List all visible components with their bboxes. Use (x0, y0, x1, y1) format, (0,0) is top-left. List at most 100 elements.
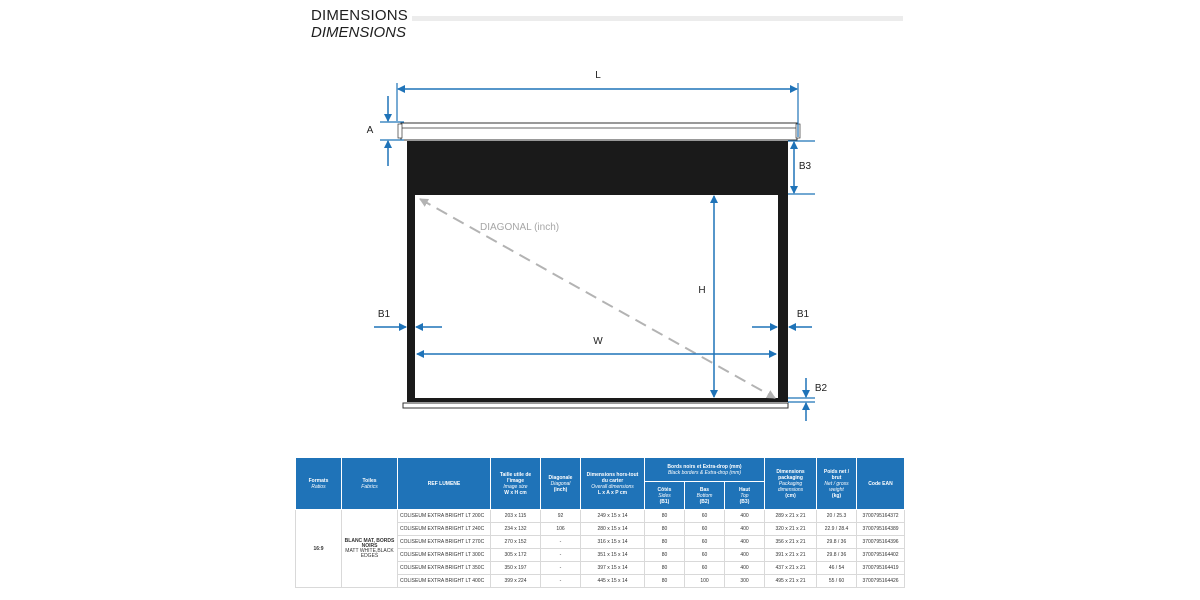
screen-casing (397, 122, 801, 141)
diagonal-cell: - (540, 561, 581, 575)
label-B1-left: B1 (378, 309, 391, 320)
table-row: COLISEUM EXTRA BRIGHT LT 270C 270 x 152 … (296, 535, 906, 549)
packaging-cell: 437 x 21 x 21 (764, 561, 818, 575)
label-A: A (367, 125, 374, 136)
screen-frame (407, 195, 788, 402)
label-B2: B2 (815, 383, 828, 394)
packaging-cell: 391 x 21 x 21 (764, 548, 818, 562)
ref-cell: COLISEUM EXTRA BRIGHT LT 300C (397, 548, 491, 562)
page-header: DIMENSIONS DIMENSIONS (311, 7, 408, 41)
b2-cell: 100 (684, 574, 725, 588)
label-L: L (595, 70, 601, 81)
ean-cell: 3700795164419 (856, 561, 906, 575)
ean-cell: 3700795164372 (856, 509, 906, 523)
weight-cell: 20 / 25.3 (816, 509, 858, 523)
image-size-cell: 350 x 197 (490, 561, 541, 575)
ref-cell: COLISEUM EXTRA BRIGHT LT 240C (397, 522, 491, 536)
weight-cell: 55 / 60 (816, 574, 858, 588)
b3-cell: 400 (724, 509, 766, 523)
packaging-cell: 356 x 21 x 21 (764, 535, 818, 549)
casing-height-dimension (380, 96, 404, 166)
b2-cell: 60 (684, 548, 725, 562)
b1-cell: 80 (644, 535, 685, 549)
image-size-cell: 203 x 115 (490, 509, 541, 523)
image-size-cell: 305 x 172 (490, 548, 541, 562)
b1-cell: 80 (644, 574, 685, 588)
table-row: COLISEUM EXTRA BRIGHT LT 240C 234 x 132 … (296, 522, 906, 536)
weight-cell: 22.9 / 28.4 (816, 522, 858, 536)
header-rule (412, 16, 903, 21)
table-row: COLISEUM EXTRA BRIGHT LT 400C 399 x 224 … (296, 574, 906, 588)
overall-cell: 280 x 15 x 14 (580, 522, 645, 536)
overall-cell: 351 x 15 x 14 (580, 548, 645, 562)
col-borders: Bords noirs et Extra-drop (mm)Black bord… (643, 457, 766, 482)
label-W: W (593, 336, 603, 347)
label-B1-right: B1 (797, 309, 810, 320)
image-size-cell: 270 x 152 (490, 535, 541, 549)
diagonal-cell: - (540, 535, 581, 549)
image-size-cell: 234 x 132 (490, 522, 541, 536)
page-title: DIMENSIONS (311, 7, 409, 24)
b1-cell: 80 (644, 548, 685, 562)
screen-dimension-diagram: L A B3 DIAGONAL (inch) H B1 B1 W B2 (367, 70, 828, 421)
b1-cell: 80 (644, 561, 685, 575)
ref-cell: COLISEUM EXTRA BRIGHT LT 200C (397, 509, 491, 523)
ref-cell: COLISEUM EXTRA BRIGHT LT 400C (397, 574, 491, 588)
label-H: H (698, 285, 705, 296)
bottom-bar (402, 402, 789, 409)
b3-cell: 300 (724, 574, 766, 588)
packaging-cell: 289 x 21 x 21 (764, 509, 818, 523)
label-B3: B3 (799, 161, 812, 172)
col-ref: REF LUMENE (397, 457, 491, 510)
ean-cell: 3700795164389 (856, 522, 906, 536)
table-row: COLISEUM EXTRA BRIGHT LT 350C 350 x 197 … (296, 561, 906, 575)
col-ean: Code EAN (856, 457, 906, 510)
format-cell: 16:9 (295, 509, 342, 588)
image-size-cell: 399 x 224 (490, 574, 541, 588)
diagonal-cell: 92 (540, 509, 581, 523)
b1-cell: 80 (644, 522, 685, 536)
packaging-cell: 495 x 21 x 21 (764, 574, 818, 588)
weight-cell: 29.8 / 36 (816, 535, 858, 549)
b2-cell: 60 (684, 535, 725, 549)
bottom-border-dimension (788, 378, 815, 421)
b3-cell: 400 (724, 561, 766, 575)
ean-cell: 3700795164402 (856, 548, 906, 562)
b2-cell: 60 (684, 561, 725, 575)
diagonal-line (419, 198, 776, 399)
top-border-dimension (788, 140, 815, 195)
diagonal-cell: - (540, 574, 581, 588)
b3-cell: 400 (724, 548, 766, 562)
b2-cell: 60 (684, 509, 725, 523)
ean-cell: 3700795164426 (856, 574, 906, 588)
diagonal-cell: - (540, 548, 581, 562)
ref-cell: COLISEUM EXTRA BRIGHT LT 350C (397, 561, 491, 575)
length-dimension (396, 83, 799, 137)
overall-cell: 249 x 15 x 14 (580, 509, 645, 523)
weight-cell: 29.8 / 36 (816, 548, 858, 562)
b3-cell: 400 (724, 535, 766, 549)
overall-cell: 316 x 15 x 14 (580, 535, 645, 549)
ean-cell: 3700795164396 (856, 535, 906, 549)
extra-drop-band (407, 141, 788, 195)
page-subtitle: DIMENSIONS (311, 24, 407, 41)
b2-cell: 60 (684, 522, 725, 536)
label-diagonal: DIAGONAL (inch) (480, 222, 559, 233)
overall-cell: 397 x 15 x 14 (580, 561, 645, 575)
b3-cell: 400 (724, 522, 766, 536)
ref-cell: COLISEUM EXTRA BRIGHT LT 270C (397, 535, 491, 549)
b1-cell: 80 (644, 509, 685, 523)
